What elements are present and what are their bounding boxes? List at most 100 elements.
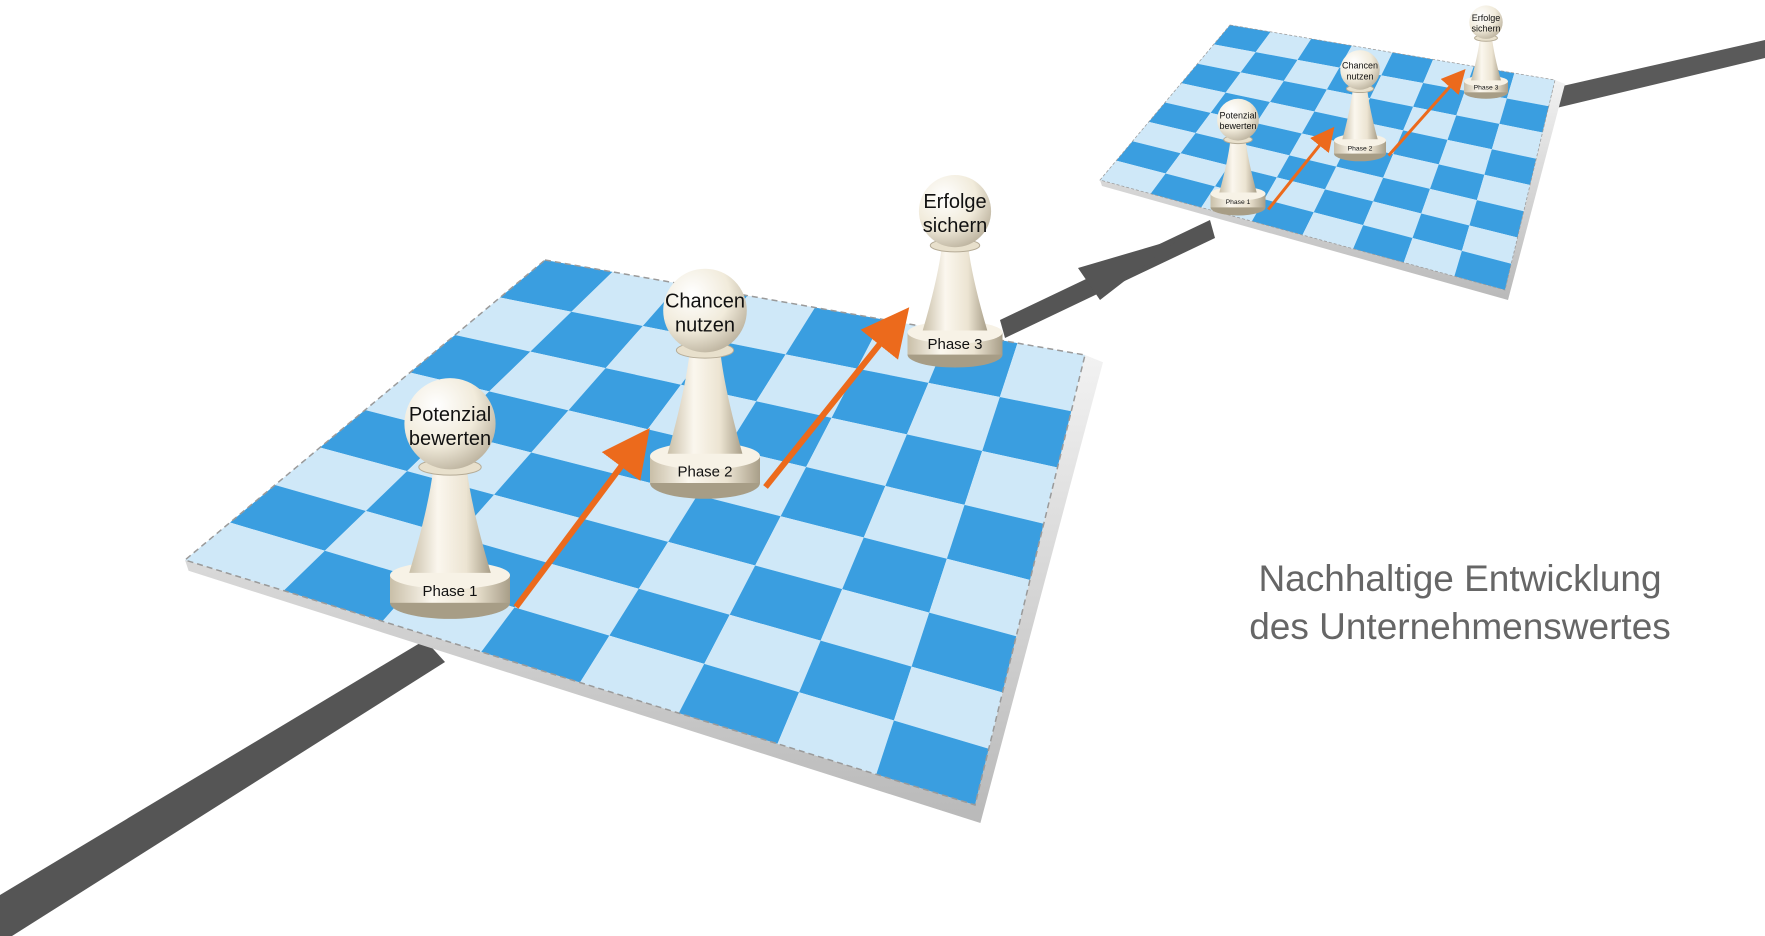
board-square	[1363, 201, 1422, 238]
board-square	[678, 663, 800, 744]
board-square	[1469, 200, 1524, 238]
timeline-front	[0, 640, 445, 936]
board-square	[638, 541, 756, 615]
board-square	[1461, 225, 1518, 264]
board-square	[799, 640, 912, 721]
pawn-goal-line-2: bewerten	[1219, 121, 1256, 131]
pawn-goal-line-1: Chancen	[665, 291, 745, 313]
board-square	[1251, 199, 1314, 235]
board-square	[1412, 213, 1470, 251]
board-square	[1264, 177, 1325, 213]
board-square	[514, 562, 639, 636]
board-square	[668, 495, 781, 566]
board-square	[1325, 166, 1384, 202]
board-square	[999, 343, 1085, 412]
board-square	[1100, 160, 1166, 194]
board-square	[1476, 174, 1530, 212]
pawn-goal-line-2: sichern	[923, 215, 987, 237]
board-square	[1393, 130, 1448, 165]
phase-arrow	[1267, 126, 1335, 211]
phase-arrow	[1387, 69, 1466, 157]
board-square	[1484, 149, 1537, 185]
board-square	[1116, 141, 1181, 174]
board-square	[906, 382, 1000, 451]
board-square	[780, 467, 886, 538]
board-square	[1438, 139, 1492, 175]
caption: Nachhaltige Entwicklung des Unternehmens…	[1180, 555, 1740, 651]
pawn-phase-label: Phase 2	[1348, 145, 1373, 152]
board-square	[1197, 44, 1256, 73]
board-square	[1181, 63, 1241, 93]
board-square	[806, 417, 907, 486]
board-square	[1491, 123, 1543, 159]
board-square	[1165, 83, 1226, 113]
pawn-goal-line-2: bewerten	[409, 428, 491, 450]
board-square	[1381, 52, 1434, 84]
board-square	[885, 434, 983, 505]
board-border	[1099, 24, 1556, 291]
board-square	[410, 335, 531, 392]
pawn-goal-line-2: nutzen	[675, 315, 735, 337]
board-square	[911, 612, 1017, 693]
board-square	[275, 447, 408, 511]
board-square	[1148, 102, 1211, 134]
board-square	[842, 537, 947, 613]
board-square	[481, 607, 610, 683]
phase-arrow	[763, 307, 910, 489]
board-square	[494, 452, 615, 519]
pawn-goal-line-2: nutzen	[1346, 71, 1373, 81]
board-square	[1456, 90, 1507, 124]
board-square	[580, 635, 705, 714]
board-square	[1353, 225, 1413, 263]
board-square	[1165, 153, 1229, 187]
board-square	[1454, 250, 1512, 290]
timeline-tail	[1545, 40, 1765, 110]
board-square	[1421, 188, 1477, 226]
board-square	[500, 260, 613, 312]
caption-line-2: des Unternehmenswertes	[1249, 606, 1671, 647]
board-square	[547, 518, 669, 589]
board-square	[755, 516, 864, 590]
board-square	[820, 589, 930, 667]
pawn-goal-line-1: Chancen	[1342, 61, 1378, 71]
board-square	[571, 271, 680, 326]
board-square	[1242, 123, 1302, 156]
board-square	[1447, 115, 1500, 150]
board-square	[489, 351, 606, 411]
board-square	[1240, 52, 1298, 81]
board-square	[1430, 164, 1485, 201]
pawn-phase-label: Phase 1	[422, 583, 477, 600]
board-square	[831, 368, 929, 435]
board-square	[1370, 75, 1424, 107]
board-square	[1403, 237, 1462, 277]
board-square	[704, 614, 821, 693]
pawn-goal-line-1: Erfolge	[923, 191, 986, 213]
pawn-goal-line-1: Potenzial	[1219, 110, 1256, 120]
pawn-phase-label: Phase 3	[927, 336, 982, 353]
timeline-arrowhead	[1078, 238, 1180, 300]
board-square	[1150, 173, 1215, 208]
board-square	[1297, 38, 1352, 68]
board-square	[946, 504, 1044, 580]
board-square	[1270, 80, 1327, 112]
board-square	[1313, 189, 1374, 226]
pawn-goal-line-2: sichern	[1471, 24, 1500, 34]
board-square	[982, 397, 1072, 468]
pawn-goal-line-1: Potenzial	[409, 404, 491, 426]
pawn-phase-label: Phase 1	[1226, 199, 1251, 206]
board-square	[1403, 106, 1457, 140]
board-square	[1383, 154, 1439, 189]
board-square	[1132, 121, 1196, 154]
board-square	[568, 368, 681, 430]
board-square	[785, 307, 883, 369]
board-square	[929, 558, 1030, 637]
board-square	[964, 450, 1058, 524]
board-square	[777, 692, 894, 775]
board-square	[455, 297, 572, 352]
pawn-goal-line-1: Erfolge	[1472, 13, 1501, 23]
